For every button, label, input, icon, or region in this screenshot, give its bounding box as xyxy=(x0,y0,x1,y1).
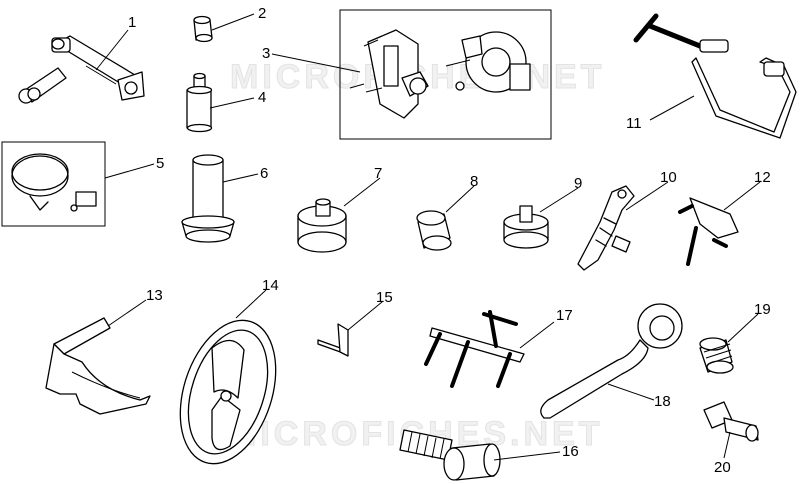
leader-lines xyxy=(95,13,761,461)
callout-12: 12 xyxy=(754,169,771,186)
part-3-frame xyxy=(339,9,552,140)
part-9-adapter xyxy=(503,205,549,249)
part-19-gear xyxy=(699,337,734,374)
part-8-cap xyxy=(416,210,452,251)
callout-19: 19 xyxy=(754,301,771,318)
callout-17: 17 xyxy=(556,307,573,324)
part-16-knurled-tool xyxy=(399,429,501,481)
callout-11: 11 xyxy=(626,115,642,132)
part-5-band-clamp xyxy=(11,153,97,212)
part-20-drift xyxy=(703,401,759,442)
part-10-lever xyxy=(577,185,635,271)
callout-16: 16 xyxy=(562,443,579,460)
callout-8: 8 xyxy=(470,173,478,190)
callout-2: 2 xyxy=(258,5,266,22)
callout-18: 18 xyxy=(654,393,671,410)
callout-4: 4 xyxy=(258,89,266,106)
callout-14: 14 xyxy=(262,277,279,294)
callout-13: 13 xyxy=(146,287,163,304)
part-1-crank-tool xyxy=(18,35,145,104)
callout-7: 7 xyxy=(374,165,382,182)
part-2-sleeve xyxy=(193,15,213,43)
callout-15: 15 xyxy=(376,289,393,306)
part-7-adapter xyxy=(297,198,347,253)
part-5-frame xyxy=(1,141,106,227)
callout-3: 3 xyxy=(262,45,270,62)
part-13-plate xyxy=(45,317,151,415)
callout-9: 9 xyxy=(574,175,582,192)
part-11-t-handle-frame xyxy=(633,13,797,139)
callout-10: 10 xyxy=(660,169,677,186)
callout-numbers: 1 2 3 4 5 6 7 8 9 10 11 12 13 14 15 16 1… xyxy=(128,5,771,476)
part-6-drift xyxy=(181,154,235,243)
watermark-bottom: MICROFICHES.NET xyxy=(228,415,603,453)
part-17-fork-tool xyxy=(424,310,525,388)
callout-1: 1 xyxy=(128,14,136,31)
part-12-bracket xyxy=(678,197,739,266)
callout-6: 6 xyxy=(260,165,268,182)
part-18-spanner xyxy=(540,303,683,419)
part-3-puller xyxy=(349,29,531,119)
callout-20: 20 xyxy=(714,459,731,476)
part-4-pin xyxy=(186,72,213,133)
part-14-degree-wheel xyxy=(179,319,277,465)
part-15-small-bracket xyxy=(317,323,349,357)
callout-5: 5 xyxy=(156,155,164,172)
